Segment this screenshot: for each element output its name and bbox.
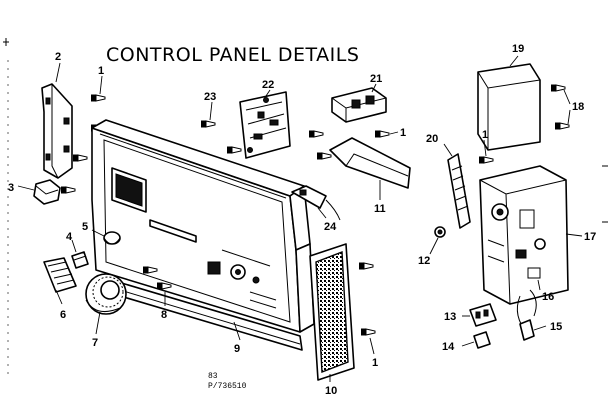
part-17-timer-assembly [479, 165, 569, 335]
part-1-screw-a [90, 94, 106, 102]
label-part-16: 16 [542, 291, 554, 303]
part-4-clip [71, 251, 89, 269]
label-part-18: 18 [572, 101, 584, 113]
diagram-title: CONTROL PANEL DETAILS [106, 44, 359, 66]
part-7-knob [85, 273, 127, 315]
leader-lines [17, 55, 583, 382]
part-12-grommet [434, 226, 446, 238]
part-5-button [103, 231, 121, 245]
part-20-terminal-strip [447, 153, 471, 229]
part-2-side-bracket [41, 83, 73, 179]
screw-c [72, 154, 88, 162]
part-1-screw-c [360, 328, 376, 336]
label-part-2: 2 [55, 51, 61, 63]
part-labels: 2 1 3 4 5 6 7 8 9 10 11 12 13 14 15 16 1… [8, 43, 596, 397]
label-part-1-a: 1 [98, 65, 104, 77]
label-part-3: 3 [8, 182, 14, 194]
part-1-screw-b [374, 130, 390, 138]
diagram-code-2: P/736510 [208, 382, 247, 391]
part-22-circuit-board [239, 91, 291, 159]
part-18-screw-a [550, 84, 566, 92]
label-part-19: 19 [512, 43, 524, 55]
part-24-wire-harness [291, 185, 341, 221]
screw-e [226, 146, 242, 154]
part-23-screw [200, 120, 216, 128]
label-part-10: 10 [325, 385, 337, 397]
part-1-screw-d [478, 156, 494, 164]
label-part-22: 22 [262, 79, 274, 91]
label-part-24: 24 [324, 221, 337, 233]
label-part-21: 21 [370, 73, 382, 85]
label-part-20: 20 [426, 133, 438, 145]
label-part-1-d: 1 [372, 357, 378, 369]
label-part-5: 5 [82, 221, 88, 233]
part-18-screw-b [554, 122, 570, 130]
part-13-switch [469, 303, 497, 327]
label-part-7: 7 [92, 337, 98, 349]
part-15-terminal [519, 319, 535, 341]
label-part-1-b: 1 [482, 129, 488, 141]
part-19-cover [477, 63, 541, 151]
label-part-11: 11 [374, 203, 386, 215]
screw-g [316, 152, 332, 160]
screw-h [358, 262, 374, 270]
part-11-bracket [329, 137, 411, 189]
label-part-12: 12 [418, 255, 430, 267]
label-part-14: 14 [442, 341, 455, 353]
label-part-17: 17 [584, 231, 596, 243]
label-part-13: 13 [444, 311, 456, 323]
part-10-vent-panel [309, 243, 355, 381]
label-part-4: 4 [66, 231, 73, 243]
label-part-9: 9 [234, 343, 240, 355]
label-part-15: 15 [550, 321, 562, 333]
label-part-6: 6 [60, 309, 66, 321]
diagram-code-1: 83 [208, 372, 218, 381]
screw-f [308, 130, 324, 138]
label-part-23: 23 [204, 91, 216, 103]
label-part-8: 8 [161, 309, 167, 321]
part-21-connector [331, 87, 387, 123]
label-part-1-c: 1 [400, 127, 406, 139]
part-9-control-panel [91, 119, 315, 351]
part-14-plug [473, 331, 491, 349]
part-3-clip [33, 179, 61, 205]
part-6-switch-plate [43, 257, 77, 293]
margin-marks [3, 38, 608, 380]
